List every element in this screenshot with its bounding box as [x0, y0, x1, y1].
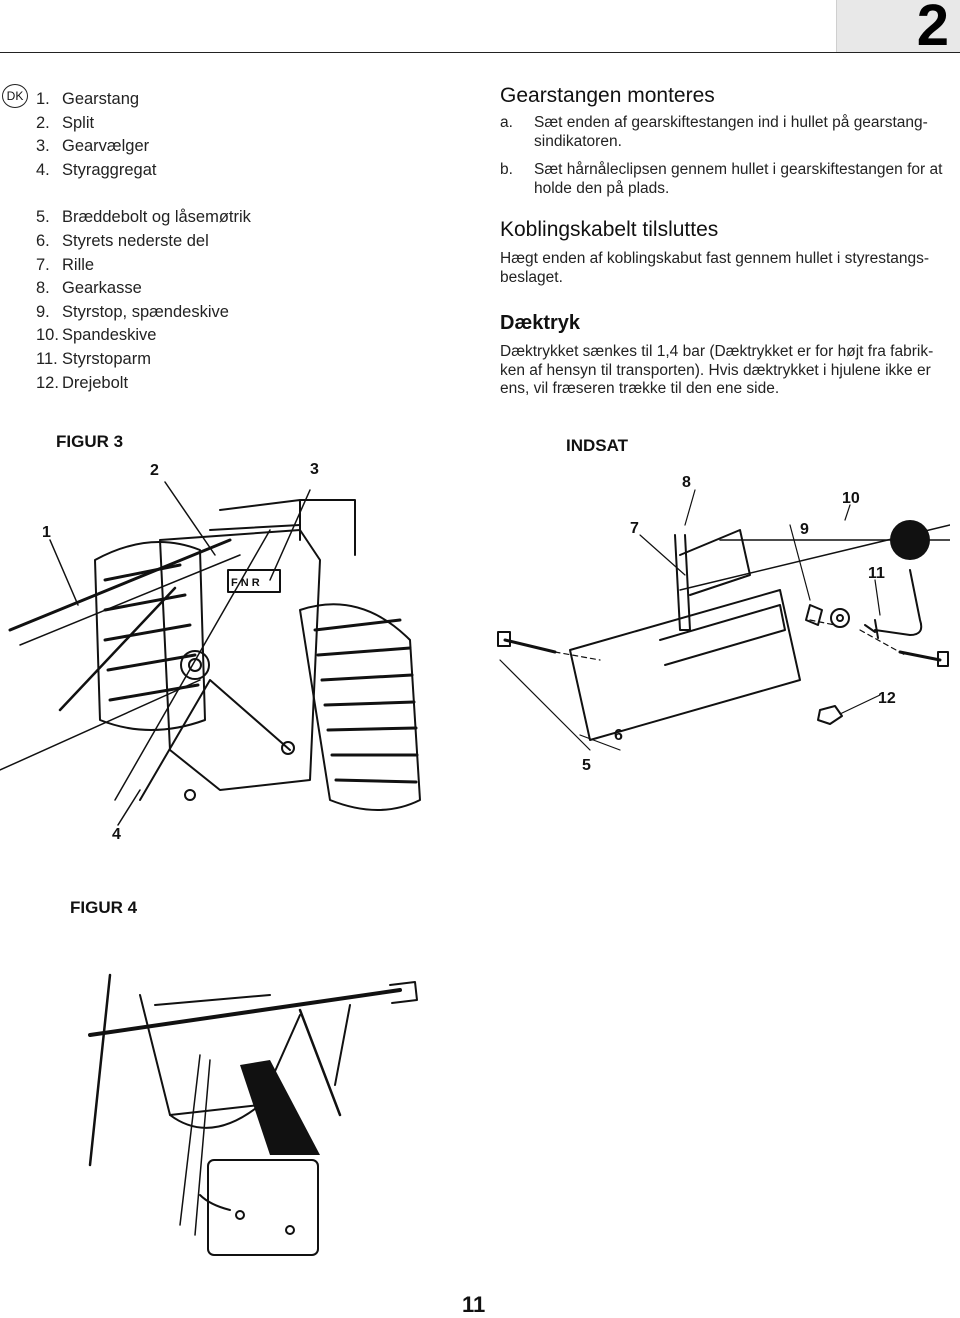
- parts-item: 4.Styraggregat: [36, 160, 157, 179]
- parts-item: 12.Drejebolt: [36, 373, 129, 392]
- callout-1: 1: [42, 524, 51, 541]
- figure-3-drawing: F N R: [0, 481, 421, 826]
- callout-4: 4: [112, 826, 121, 843]
- parts-item: 11.Styrstoparm: [36, 349, 151, 368]
- section-title-gear: Gearstangen monteres: [500, 84, 715, 107]
- parts-item: 3.Gearvælger: [36, 137, 150, 156]
- parts-item: 7.Rille: [36, 255, 95, 274]
- figure-4-drawing: [88, 973, 418, 1256]
- page-number: 11: [462, 1292, 486, 1317]
- chapter-number: 2: [916, 0, 949, 58]
- parts-item: 10.Spandeskive: [36, 326, 157, 345]
- callout-9: 9: [800, 521, 809, 538]
- language-badge: DK: [2, 84, 28, 108]
- callout-5: 5: [582, 757, 591, 774]
- parts-item: 5.Bræddebolt og låsemøtrik: [36, 208, 251, 227]
- chapter-tab: 2: [836, 0, 960, 58]
- zoom-wedge-icon: [240, 1060, 320, 1155]
- callout-12: 12: [878, 690, 896, 707]
- section-title-cable: Koblingskabelt tilsluttes: [500, 218, 719, 241]
- inset-drawing: [497, 489, 950, 751]
- callout-10: 10: [842, 490, 860, 507]
- parts-item: 6.Styrets nederste del: [36, 231, 209, 250]
- step-b: b. Sæt hårnåleclipsen gennem hullet i ge…: [500, 161, 943, 197]
- parts-item: 1.Gearstang: [36, 90, 140, 108]
- instructions-column: Gearstangen monteres a. Sæt enden af gea…: [500, 82, 950, 399]
- callout-8: 8: [682, 474, 691, 491]
- tyre-text: Dæktrykket sænkes til 1,4 bar (Dæktrykke…: [500, 343, 934, 397]
- inset-label: INDSAT: [566, 436, 629, 455]
- callout-2: 2: [150, 462, 159, 479]
- header-rule: [0, 52, 960, 53]
- callout-11: 11: [868, 565, 885, 582]
- parts-item: 2.Split: [36, 113, 95, 132]
- figure-4-label: FIGUR 4: [70, 898, 138, 917]
- callout-7: 7: [630, 520, 639, 537]
- callout-6: 6: [614, 727, 623, 744]
- knob-icon: [890, 520, 930, 560]
- parts-item: 9.Styrstop, spændeskive: [36, 302, 229, 321]
- callout-3: 3: [310, 461, 319, 478]
- figure-3-label: FIGUR 3: [56, 432, 124, 451]
- parts-item: 8.Gearkasse: [36, 279, 142, 298]
- parts-list: 1.Gearstang 2.Split 3.Gearvælger 4.Styra…: [36, 88, 251, 395]
- gear-plate-text: F N R: [231, 577, 260, 589]
- step-a: a. Sæt enden af gearskiftestangen ind i …: [500, 114, 928, 150]
- section-title-tyre: Dæktryk: [500, 312, 581, 334]
- cable-text: Hægt enden af koblingskabut fast gennem …: [500, 250, 930, 286]
